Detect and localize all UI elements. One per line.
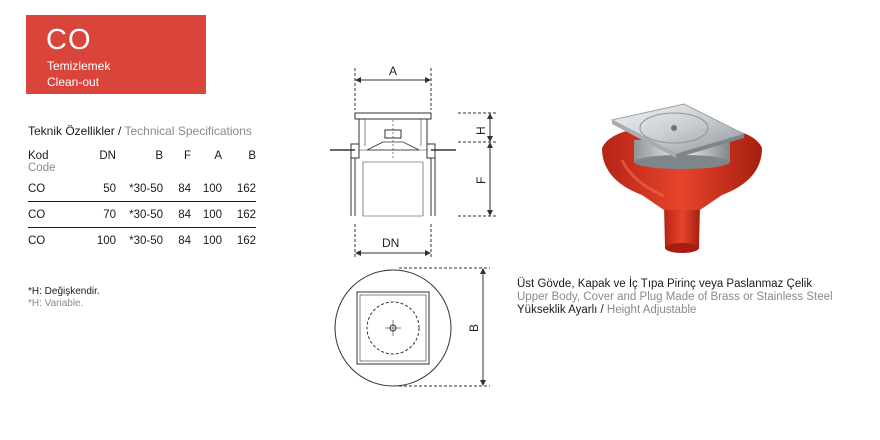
top-view xyxy=(334,267,490,387)
cell-dn: 70 xyxy=(84,201,116,228)
height-adjustable-en: Height Adjustable xyxy=(606,304,697,316)
table-row: CO 70 *30-50 84 100 162 xyxy=(28,201,256,228)
col-header-f: F xyxy=(183,150,191,162)
cell-b: *30-50 xyxy=(116,201,163,228)
col-header-dn: DN xyxy=(99,150,116,162)
cell-f: 84 xyxy=(178,182,191,195)
drawing-label-b: B xyxy=(467,324,481,332)
spec-title-en: Technical Specifications xyxy=(124,124,252,138)
product-name-tr: Temizlemek xyxy=(47,59,111,73)
col-header-b2: B xyxy=(248,150,256,162)
dimension-h-f xyxy=(458,112,497,217)
cell-f: 84 xyxy=(163,227,191,253)
drawing-label-a: A xyxy=(389,64,397,78)
spec-title: Teknik Özellikler / Technical Specificat… xyxy=(28,124,252,138)
cell-b: *30-50 xyxy=(129,182,163,195)
cell-b2: 162 xyxy=(236,182,256,195)
cell-a: 100 xyxy=(191,201,222,228)
cell-a: 100 xyxy=(202,182,222,195)
drawing-label-f: F xyxy=(474,177,488,184)
cell-code: CO xyxy=(28,201,84,228)
dimension-dn xyxy=(354,224,432,258)
height-adjustable: Yükseklik Ayarlı / Height Adjustable xyxy=(517,304,696,317)
cell-code: CO xyxy=(28,227,84,253)
col-header-a: A xyxy=(214,150,222,162)
technical-drawing: A H F DN B xyxy=(330,64,497,387)
description-en: Upper Body, Cover and Plug Made of Brass… xyxy=(517,291,833,303)
cell-dn: 100 xyxy=(84,227,116,253)
cell-b2: 162 xyxy=(222,201,256,228)
product-photo xyxy=(602,103,762,253)
height-adjustable-tr: Yükseklik Ayarlı / xyxy=(517,304,607,316)
table-row: CO 50 *30-50 84 100 162 xyxy=(28,176,256,202)
product-name-en: Clean-out xyxy=(47,75,100,89)
drawing-label-h: H xyxy=(474,126,488,135)
note-en: *H: Variable. xyxy=(28,298,84,309)
cell-dn: 50 xyxy=(103,182,116,195)
table-row: CO 100 *30-50 84 100 162 xyxy=(28,227,256,253)
description-tr: Üst Gövde, Kapak ve İç Tıpa Pirinç veya … xyxy=(517,278,813,290)
cell-f: 84 xyxy=(163,201,191,228)
cell-b: *30-50 xyxy=(116,227,163,253)
product-code: CO xyxy=(46,24,92,56)
cell-code: CO xyxy=(28,182,46,195)
spec-title-tr: Teknik Özellikler / xyxy=(28,124,125,138)
col-header-b: B xyxy=(155,150,163,162)
cell-a: 100 xyxy=(191,227,222,253)
dimension-a xyxy=(354,68,432,110)
product-header: CO Temizlemek Clean-out xyxy=(26,15,206,94)
side-view xyxy=(330,112,456,217)
drawing-label-dn: DN xyxy=(382,236,399,250)
note-tr: *H: Değişkendir. xyxy=(28,286,100,297)
cell-b2: 162 xyxy=(222,227,256,253)
